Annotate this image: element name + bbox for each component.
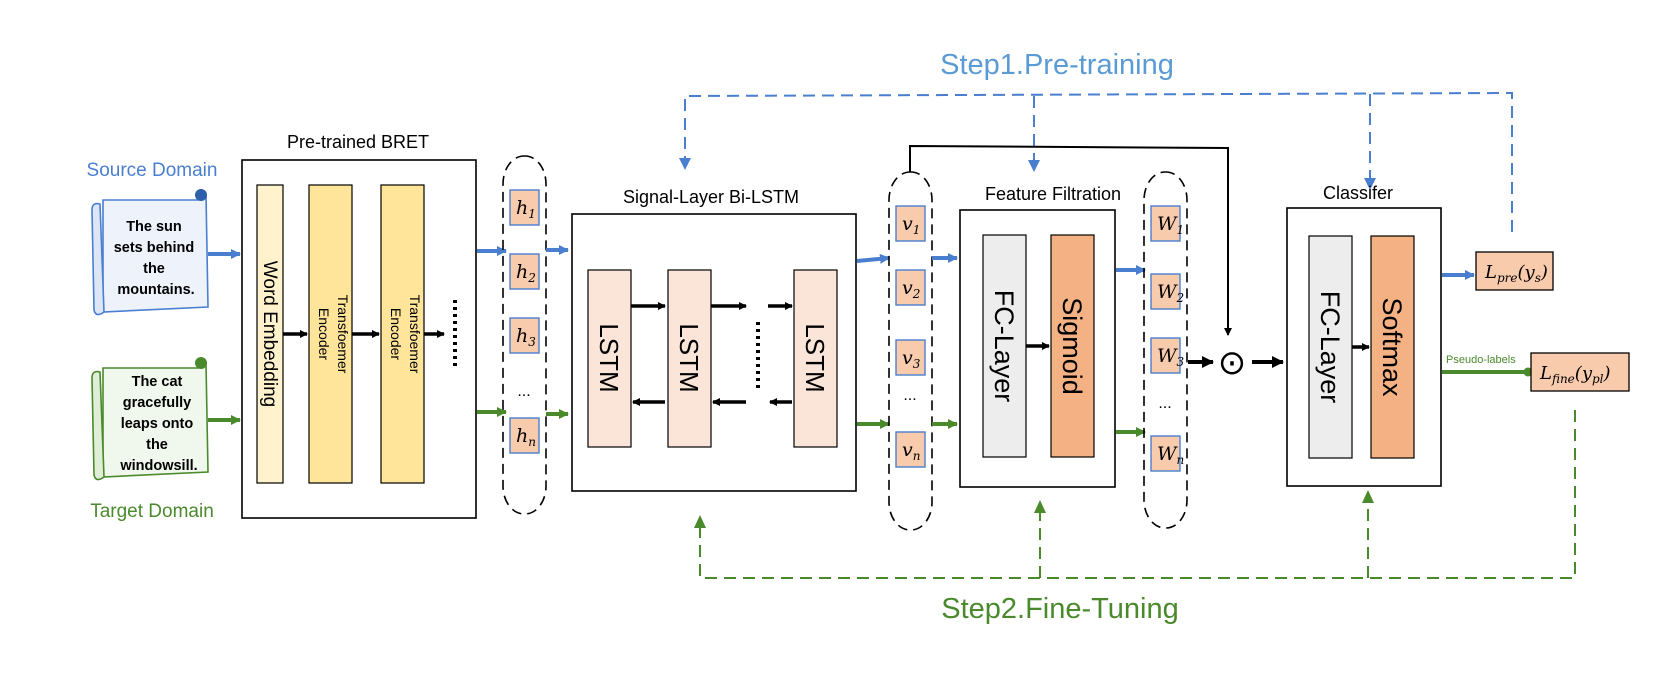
step2-label: Step2.Fine-Tuning: [941, 593, 1179, 625]
h-label-4: hn: [516, 425, 536, 449]
filtration-title: Feature Filtration: [985, 184, 1121, 204]
classifier-title: Classifer: [1323, 183, 1393, 203]
finetune-loss-box: [1530, 352, 1630, 392]
w-label-2: W2: [1157, 281, 1184, 305]
lstm-label-1: LSTM: [594, 323, 624, 392]
v-vectors: v1 v2 v3 vn...: [895, 205, 926, 468]
lstm-cell-1: [587, 269, 632, 448]
classifier-fc-label: FC-Layer: [1315, 291, 1345, 404]
h-column: [502, 155, 547, 515]
v-label-1: v1: [902, 213, 920, 237]
h-label-1: h1: [516, 197, 536, 221]
w-label-4: Wn: [1157, 443, 1184, 467]
h-ellipsis: ...: [517, 383, 530, 400]
classifier-fc-layer: [1308, 235, 1353, 459]
pretrain-feedback-path: [684, 91, 1513, 232]
v-cell-2: [895, 269, 926, 306]
lstm-label-3: LSTM: [800, 323, 830, 392]
h-cell-3: [509, 317, 540, 354]
w-label-3: W3: [1157, 345, 1185, 369]
w-ellipsis: ...: [1158, 395, 1171, 412]
h-vectors: h1 h2 h3 hn...: [509, 189, 540, 454]
finetune-feedback-path: [699, 410, 1576, 579]
v-cell-1: [895, 205, 926, 242]
skip-connection: [909, 144, 1232, 336]
finetune-loss-label: Lfine(ypl): [1539, 363, 1611, 386]
filtration-fc-label: FC-Layer: [989, 290, 1019, 403]
source-domain-label: Source Domain: [87, 160, 218, 181]
w-cell-3: [1150, 337, 1181, 374]
h-cell-1: [509, 189, 540, 226]
sigmoid-layer: [1050, 234, 1095, 458]
word-embedding-block: [256, 184, 284, 484]
elementwise-product-icon: ⊙: [1218, 344, 1247, 382]
w-label-1: W1: [1157, 213, 1184, 237]
h-cell-4: [509, 417, 540, 454]
lstm-cell-3: [793, 269, 838, 448]
w-column: [1143, 171, 1188, 529]
w-cell-1: [1150, 205, 1181, 242]
sigmoid-label: Sigmoid: [1057, 297, 1087, 395]
v-cell-3: [895, 339, 926, 376]
bert-title: Pre-trained BRET: [287, 132, 429, 152]
target-scroll: [91, 357, 209, 481]
transformer-encoder-2-label: TransfoemerEncoder: [388, 295, 423, 374]
softmax-label: Softmax: [1377, 297, 1407, 397]
v-label-2: v2: [902, 277, 920, 301]
lstm-label-2: LSTM: [674, 323, 704, 392]
transformer-encoder-1-label: TransfoemerEncoder: [316, 295, 351, 374]
source-sentence: The sun sets behind the mountains.: [114, 219, 199, 298]
pretrain-loss-label: Lpre(ys): [1484, 262, 1548, 285]
pretrain-loss-box: [1475, 251, 1554, 291]
h-label-3: h3: [516, 325, 536, 349]
step1-label: Step1.Pre-training: [940, 49, 1174, 81]
target-sentence: The cat gracefully leaps onto the window…: [119, 374, 197, 474]
v-label-3: v3: [902, 347, 921, 371]
transformer-encoder-1: [308, 184, 353, 484]
target-domain-label: Target Domain: [90, 501, 214, 522]
w-cell-2: [1150, 273, 1181, 310]
h-label-2: h2: [516, 261, 536, 285]
v-cell-4: [895, 431, 926, 468]
source-scroll: [91, 188, 209, 316]
v-ellipsis: ...: [903, 387, 916, 404]
h-cell-2: [509, 253, 540, 290]
softmax-layer: [1370, 235, 1415, 459]
word-embedding-label: Word Embedding: [259, 261, 280, 407]
bilstm-title: Signal-Layer Bi-LSTM: [623, 187, 799, 207]
pseudo-labels-label: Pseudo-labels: [1446, 354, 1516, 366]
lstm-cell-2: [667, 269, 712, 448]
v-label-4: vn: [902, 439, 920, 463]
w-cell-4: [1150, 435, 1181, 472]
w-vectors: W1W2W3Wn...: [1150, 205, 1185, 472]
